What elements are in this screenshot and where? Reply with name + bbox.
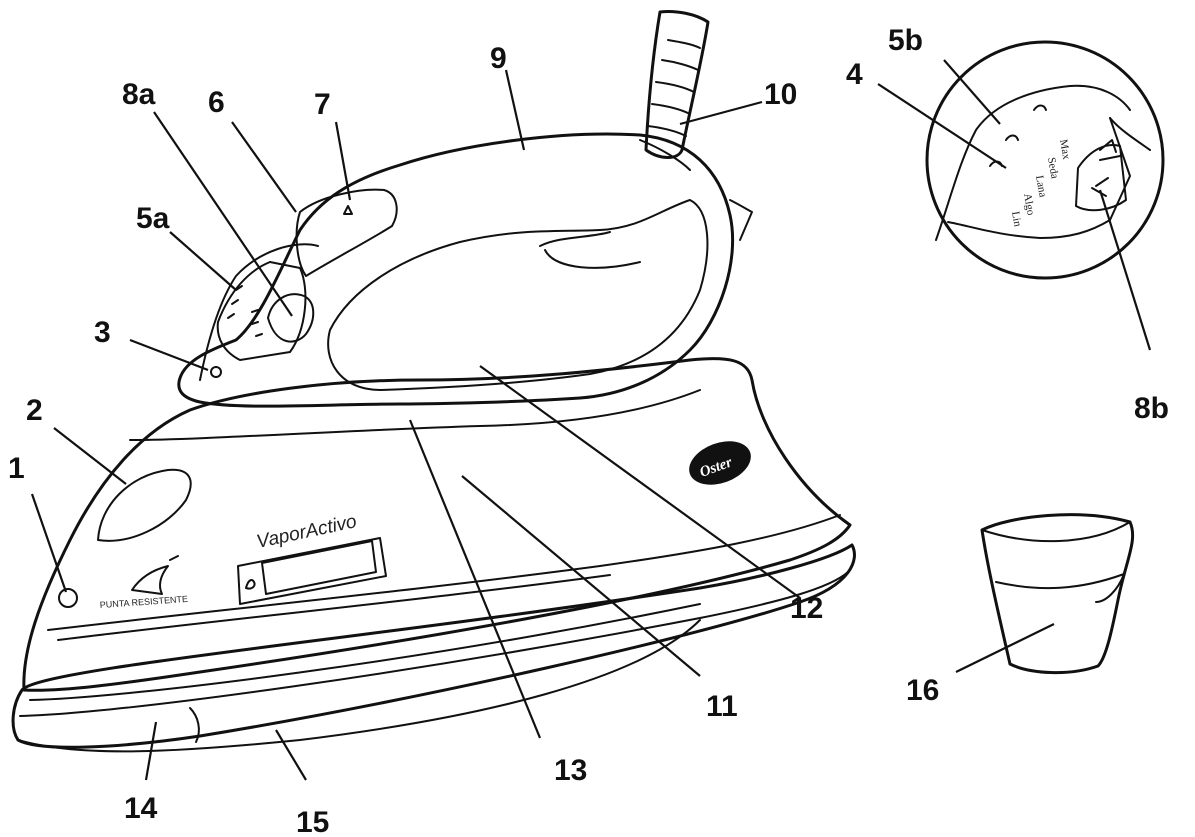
model-panel [237,537,387,605]
burst-steam-button[interactable] [295,188,398,277]
leader-8a [153,111,293,317]
brand-logo [689,441,751,485]
dial-setting-4: Lin [1009,210,1024,228]
dial-marks [227,285,263,337]
callout-5b: 5b [888,24,923,57]
leader-9 [504,69,526,151]
leader-16 [955,623,1055,673]
dial-housing [216,261,307,361]
measuring-cup [980,513,1135,674]
dial-setting-2: Lana [1033,174,1049,198]
leader-10 [679,100,763,126]
callout-10: 10 [764,78,797,111]
callout-11: 11 [706,690,738,723]
callout-labels: 1 2 3 4 5a 5b 6 7 8a 8b 9 10 11 12 13 14… [8,24,1169,837]
tip-icon [131,555,179,595]
leader-8b [1098,189,1152,351]
leader-6 [231,121,297,213]
leader-7 [334,121,352,201]
power-light [210,366,222,378]
callout-2: 2 [26,394,43,427]
leader-2 [53,427,127,485]
callout-12: 12 [790,592,823,625]
cord-guard [644,10,710,159]
callout-8a: 8a [122,78,156,111]
leader-11 [461,475,701,677]
detail-button [1075,144,1127,212]
leader-14 [144,721,158,781]
leader-4 [877,83,1007,169]
callout-7: 7 [314,88,331,121]
callout-4: 4 [846,58,863,91]
callout-13: 13 [554,754,587,787]
spray-button[interactable] [267,293,315,343]
soleplate [11,543,856,749]
leader-3 [129,338,209,372]
dial-setting-3: Algo [1021,192,1037,216]
leader-12 [479,365,801,599]
callout-6: 6 [208,86,225,119]
leader-lines [30,59,1152,781]
dial-setting-1: Seda [1045,156,1061,179]
detail-circle [925,40,1165,280]
water-drop-icon [343,205,353,215]
leader-5a [169,231,237,291]
callout-3: 3 [94,316,111,349]
iron-illustration: PUNTA RESISTENTE VaporActivo Oster [11,10,856,753]
leader-1 [30,493,68,593]
callout-8b: 8b [1134,392,1169,425]
leader-13 [408,419,542,739]
callout-9: 9 [490,42,507,75]
steam-icon [245,579,256,590]
dial-setting-0: Max [1057,138,1072,160]
tip-text: PUNTA RESISTENTE [99,594,188,610]
iron-shell [22,357,852,692]
callout-5a: 5a [136,202,170,235]
callout-1: 1 [8,452,25,485]
front-indicator [58,588,78,608]
leader-15 [275,729,307,781]
callout-15: 15 [296,806,329,837]
callout-14: 14 [124,792,158,825]
callout-16: 16 [906,674,939,707]
leader-5b [943,59,1001,125]
handle [177,132,735,408]
